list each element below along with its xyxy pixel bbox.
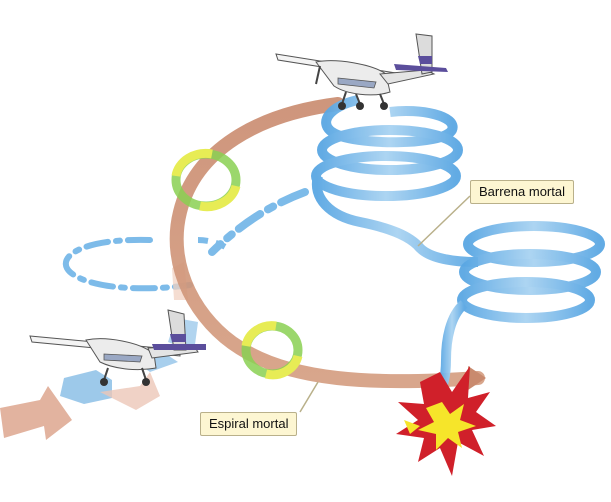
espiral-leader: [299, 381, 319, 413]
spin-coil-upper: [311, 95, 479, 267]
airplane-icon: [29, 309, 206, 386]
spiral-path: [169, 97, 485, 389]
spin-coil-lower: [435, 221, 605, 395]
explosion-icon: [396, 366, 496, 476]
death-spin-label: Barrena mortal: [470, 180, 574, 204]
spin-projection-dash: [208, 188, 309, 256]
spiral-projection-ellipse: [62, 236, 232, 292]
rotation-arrows-icon: [171, 148, 241, 212]
death-spiral-label: Espiral mortal: [200, 412, 298, 436]
spiral-arrowhead: [468, 366, 486, 390]
barrena-leader: [417, 195, 471, 247]
rotation-arrows-icon: [241, 321, 303, 380]
airplane-icon: [275, 33, 448, 110]
